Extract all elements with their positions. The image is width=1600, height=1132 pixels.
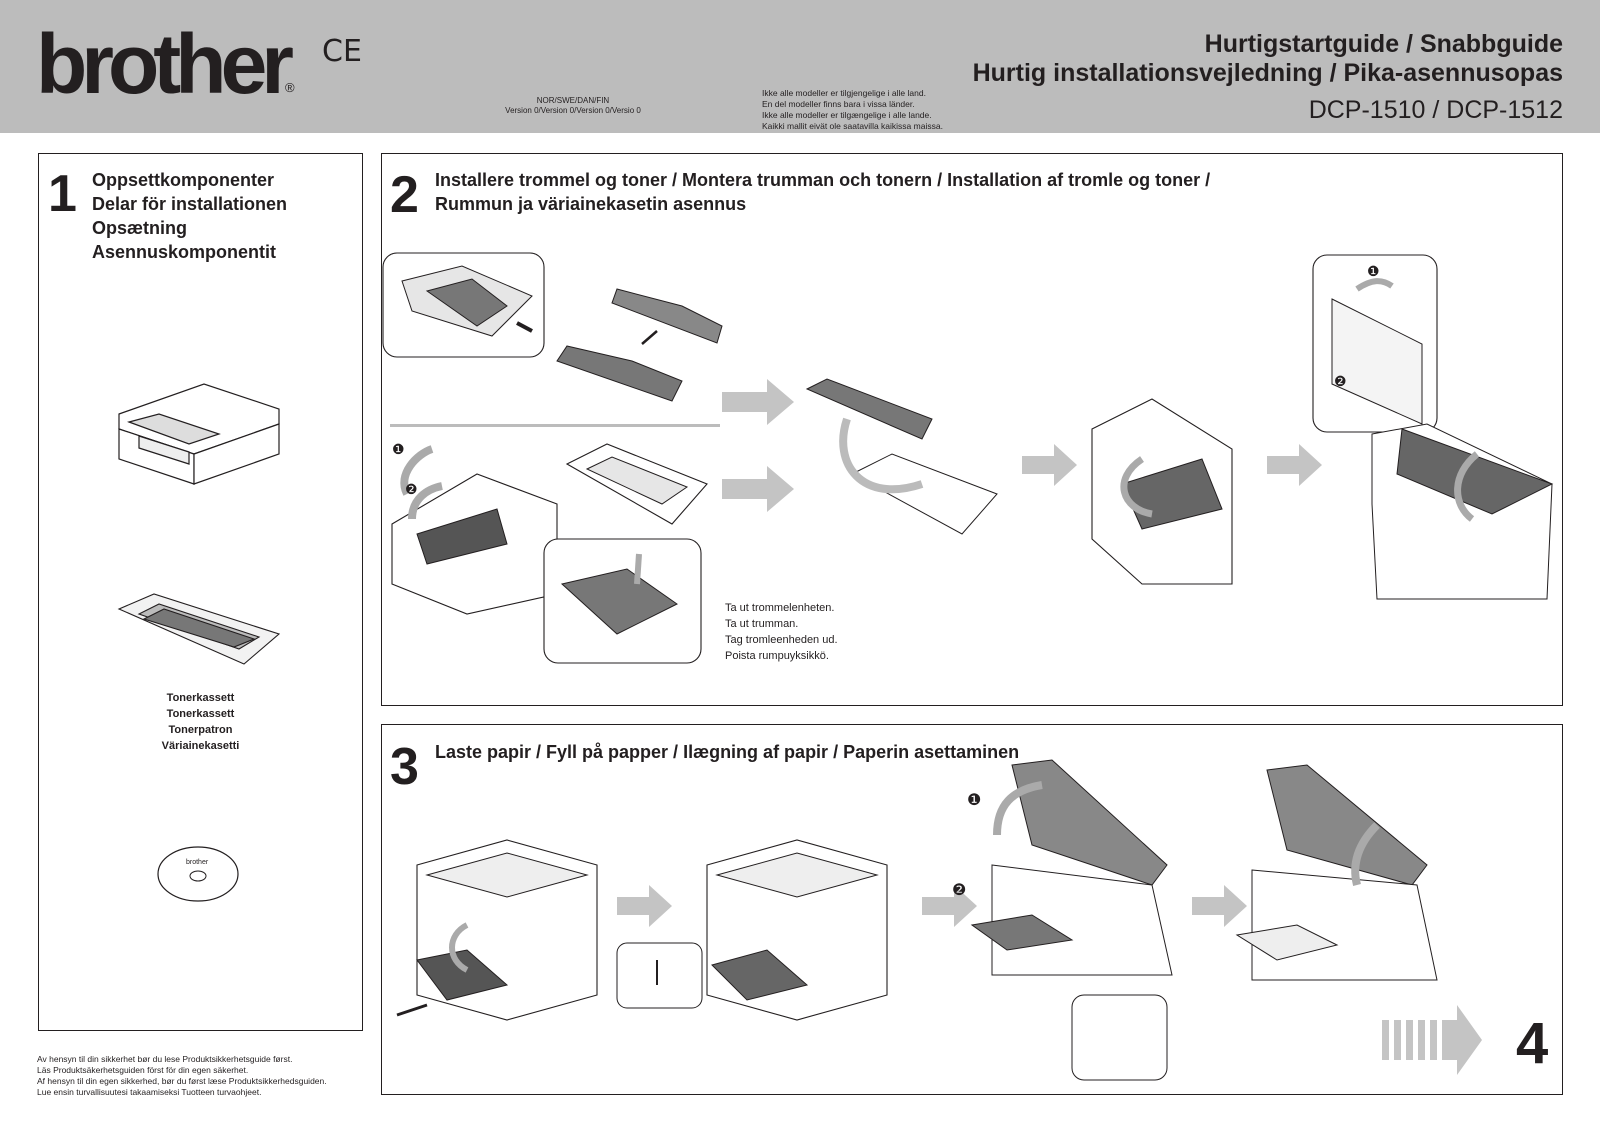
open-tray-printer-illustration [396,839,598,1021]
arrow-right-icon [722,379,794,425]
insert-drum-printer-illustration [1091,398,1233,585]
callout-2: ❷ [1334,373,1347,389]
availability-note: Ikke alle modeller er tilgjengelige i al… [762,88,943,131]
guide-title-1: Hurtigstartguide / Snabbguide [1204,30,1563,58]
cd-label: brother [186,859,209,866]
close-cover-paper-illustration [1235,764,1438,981]
step2-caption: Ta ut trommelenheten. Ta ut trumman. Tag… [725,602,838,662]
next-step-arrow-icon [1382,1005,1482,1075]
toner-cartridge-illustration [117,593,281,665]
version-info: NOR/SWE/DAN/FIN Version 0/Version 0/Vers… [505,96,641,115]
callout-2: ❷ [405,481,418,497]
step1-panel: 1 Oppsettkomponenter Delar för installat… [38,153,363,1031]
lift-cover-paper-illustration: ❶ ❷ [952,759,1173,1081]
callout-1: ❶ [967,792,981,809]
toner-labels: Tonerkassett Tonerkassett Tonerpatron Vä… [161,692,240,752]
cd-rom-illustration: brother [157,846,239,902]
header-bar: brother ® CE NOR/SWE/DAN/FIN Version 0/V… [0,0,1600,133]
guide-titles: Hurtigstartguide / Snabbguide Hurtig ins… [973,30,1563,125]
registered-mark: ® [285,80,295,95]
callout-1: ❶ [1367,263,1380,279]
safety-footer: Av hensyn til din sikkerhet bør du lese … [37,1054,327,1097]
ce-mark: CE [322,34,362,69]
step3-number: 3 [390,738,419,796]
model-name: DCP-1510 / DCP-1512 [1308,96,1563,124]
callout-1: ❶ [392,441,405,457]
close-cover-illustration: ❶ ❷ [1312,254,1554,600]
step1-titles: Oppsettkomponenter Delar för installatio… [92,170,288,262]
arrow-right-icon [722,466,794,512]
step1-number: 1 [48,165,77,223]
arrow-right-icon [1022,444,1077,486]
printer-illustration [118,383,280,485]
load-paper-illustration [616,839,888,1021]
step2-number: 2 [390,166,419,224]
step3-title: Laste papir / Fyll på papper / Ilægning … [435,742,1020,762]
next-step-number: 4 [1516,1011,1549,1076]
unpack-drum-illustration [382,252,723,402]
divider [390,424,720,427]
open-printer-illustration: ❶ ❷ [391,441,702,664]
arrow-right-icon [1192,885,1247,927]
combine-toner-drum-illustration [805,378,998,535]
callout-2: ❷ [952,882,966,899]
arrow-right-icon [1267,444,1322,486]
step2-panel: 2 Installere trommel og toner / Montera … [381,153,1563,706]
drum-unit-illustration [565,443,708,525]
step3-panel: 3 Laste papir / Fyll på papper / Ilægnin… [381,724,1563,1095]
arrow-right-icon [922,885,977,927]
guide-title-2: Hurtig installationsvejledning / Pika-as… [972,59,1563,87]
arrow-right-icon [617,885,672,927]
step2-title: Installere trommel og toner / Montera tr… [435,170,1211,214]
brother-logo: brother [36,17,294,111]
